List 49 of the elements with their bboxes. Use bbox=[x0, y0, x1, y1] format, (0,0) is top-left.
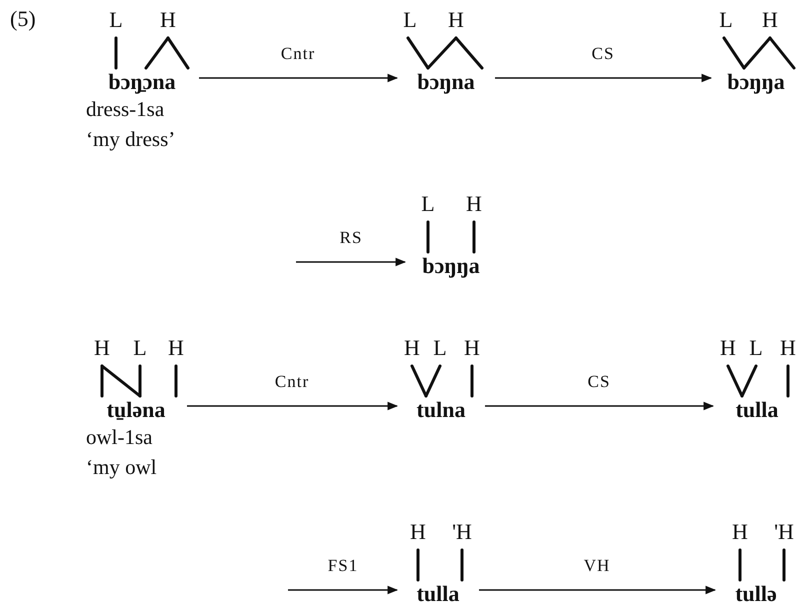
tone-letter: H bbox=[732, 520, 748, 544]
tone-letter: 'H bbox=[774, 520, 794, 544]
tone-letter: L bbox=[433, 336, 447, 360]
word-text: bɔŋŋa bbox=[421, 254, 481, 278]
tone-letter: L bbox=[403, 8, 417, 32]
tone-letter: H bbox=[168, 336, 184, 360]
tone-letter: H bbox=[448, 8, 464, 32]
gloss-text: ‘my dress’ bbox=[86, 126, 176, 153]
word-text: tu̱ləna bbox=[106, 398, 166, 422]
arrow bbox=[296, 258, 406, 266]
edge-label: CS bbox=[592, 44, 614, 64]
tone-letter: H bbox=[404, 336, 420, 360]
arrow bbox=[199, 74, 398, 82]
tone-letter: L bbox=[719, 8, 733, 32]
word-text: tulla bbox=[734, 398, 780, 422]
tone-letter: H bbox=[466, 192, 482, 216]
tone-letter: L bbox=[421, 192, 435, 216]
word-text: bɔŋna bbox=[416, 70, 476, 94]
gloss-text: ‘my owl bbox=[86, 454, 157, 481]
tone-letter: L bbox=[109, 8, 123, 32]
tone-letter: 'H bbox=[452, 520, 472, 544]
word-text: tulla bbox=[416, 582, 460, 606]
edge-label: VH bbox=[584, 556, 610, 576]
gloss-text: owl-1sa bbox=[86, 424, 152, 451]
tone-letter: H bbox=[720, 336, 736, 360]
example-number: (5) bbox=[10, 6, 36, 32]
edge-label: Cntr bbox=[280, 44, 316, 64]
tone-letter: L bbox=[749, 336, 763, 360]
tone-letter: H bbox=[464, 336, 480, 360]
arrow bbox=[485, 402, 714, 410]
tone-letter: H bbox=[410, 520, 426, 544]
tone-letter: H bbox=[762, 8, 778, 32]
edge-label: CS bbox=[588, 372, 610, 392]
word-text: bɔŋ̱ɔna bbox=[107, 70, 177, 94]
word-text: tulna bbox=[416, 398, 466, 422]
word-text: tullə bbox=[734, 582, 778, 606]
arrow bbox=[288, 586, 398, 594]
arrow bbox=[479, 586, 716, 594]
edge-label: Cntr bbox=[274, 372, 310, 392]
tone-letter: L bbox=[133, 336, 147, 360]
arrow bbox=[187, 402, 398, 410]
tone-letter: H bbox=[94, 336, 110, 360]
gloss-text: dress-1sa bbox=[86, 96, 164, 123]
word-text: bɔŋŋa bbox=[726, 70, 786, 94]
edge-label: RS bbox=[340, 228, 362, 248]
tone-letter: H bbox=[160, 8, 176, 32]
tone-letter: H bbox=[780, 336, 796, 360]
edge-label: FS1 bbox=[328, 556, 358, 576]
arrow bbox=[495, 74, 712, 82]
